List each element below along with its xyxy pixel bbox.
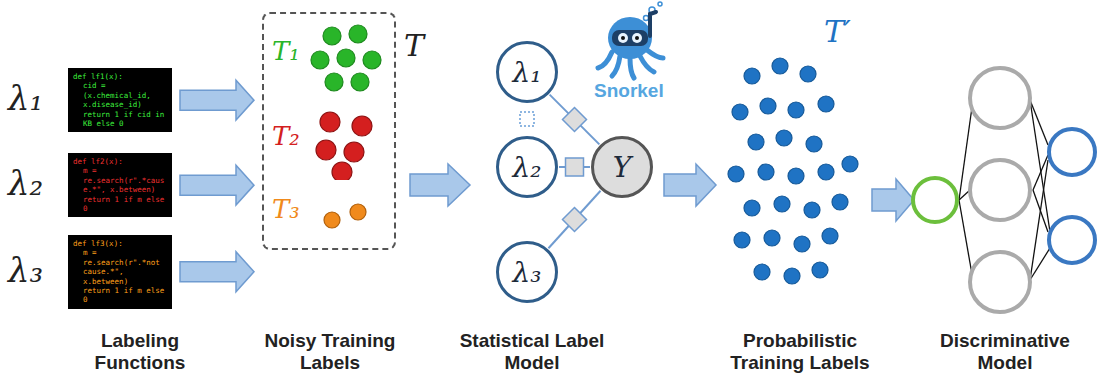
factor-diamond [563,208,587,232]
code-line: def lf3(x): [73,239,167,248]
label-dot [728,166,744,182]
function-name: λ₂ [8,163,43,203]
label-dot [352,116,372,136]
code-line: def lf1(x): [73,72,167,81]
stage-caption: Labeling Functions [75,330,205,374]
set-name: T₂ [272,121,300,151]
label-dot [800,66,816,82]
dependency-square [520,112,534,126]
stage-caption: Noisy Training Labels [255,330,405,374]
connector [550,95,600,145]
variable-circle: Y [591,136,653,198]
code-line: m = re.search(r".*cause.*", x.between) [73,166,167,194]
label-dot [316,140,336,160]
variable-name: λ₁ [513,56,542,89]
label-cluster: T₃ [270,190,390,242]
stage-caption: Probabilistic Training Labels [725,330,875,374]
connector [548,191,600,249]
code-box: def lf1(x):cid = (x.chemical_id, x.disea… [68,68,172,132]
label-dot [363,51,381,69]
label-dot [332,162,352,180]
code-box: def lf3(x):m = re.search(r".*not cause.*… [68,235,172,309]
label-dots [722,14,868,314]
set-name: T [404,28,424,63]
set-name: T′ [824,14,851,49]
set-name: T₁ [272,36,300,66]
label-dot [734,232,750,248]
label-dot [758,164,774,180]
factor-square [566,158,584,176]
label-dot [818,164,834,180]
label-dot [323,27,341,45]
label-dot [822,228,838,244]
factor-edge [550,95,600,145]
block-arrow [180,80,254,120]
label-dot [760,98,776,114]
label-dot [804,202,820,218]
factor-diamond [563,108,587,132]
label-dot [818,96,834,112]
variable-circle: λ₃ [496,241,558,303]
code-line: cid = (x.chemical_id, x.disease_id) [73,81,167,109]
variable-name: Y [613,151,631,184]
code-line: m = re.search(r".*not cause.*", x.betwee… [73,248,167,286]
dataset-box: TT₁T₂T₃ [262,12,396,250]
label-dot [325,73,343,91]
block-arrow [180,252,254,292]
function-name: λ₁ [8,78,43,118]
set-name: T₃ [272,194,300,224]
label-dot [774,196,790,212]
variable-name: λ₂ [513,151,542,184]
label-dot [351,73,369,91]
label-dot [772,58,788,74]
label-dot [784,268,800,284]
logo-text: Snorkel [594,80,664,102]
label-dot [344,142,364,162]
label-dot [794,236,810,252]
label-dot [732,104,748,120]
stage-caption: Statistical Label Model [447,330,617,374]
factor-edge [548,191,600,249]
code-box: def lf2(x):m = re.search(r".*cause.*", x… [68,153,172,217]
label-dot [337,49,355,67]
stage-caption: Discriminative Model [930,330,1080,374]
label-cluster: T′ [722,14,868,314]
snorkel-octopus [598,2,663,78]
label-dot [842,156,858,172]
label-dot [349,25,367,43]
label-dot [754,264,770,280]
variable-name: λ₃ [513,256,542,289]
label-dot [311,51,329,69]
code-line: return 1 if cid in KB else 0 [73,110,167,129]
label-dot [788,168,804,184]
connector [559,158,590,176]
label-dot [320,112,340,132]
label-dot [812,262,828,278]
connector [180,165,254,205]
code-line: def lf2(x): [73,157,167,166]
block-arrow [180,165,254,205]
neural-network [913,68,1095,312]
connector [180,252,254,292]
label-dot [350,204,366,220]
label-dot [788,102,804,118]
label-cluster: T₂ [270,106,390,180]
label-dot [744,68,760,84]
connector [180,80,254,120]
label-cluster: T₁ [270,20,390,96]
code-line: return 1 if m else 0 [73,286,167,305]
label-dot [324,212,340,228]
label-dot [748,134,764,150]
stage-arrows [410,164,914,221]
label-dot [764,230,780,246]
label-dot [806,136,822,152]
variable-circle: λ₁ [496,41,558,103]
code-line: return 1 if m else 0 [73,195,167,214]
label-dot [776,130,792,146]
variable-circle: λ₂ [496,136,558,198]
function-name: λ₃ [8,250,43,290]
label-dot [744,200,760,216]
label-dot [832,194,848,210]
